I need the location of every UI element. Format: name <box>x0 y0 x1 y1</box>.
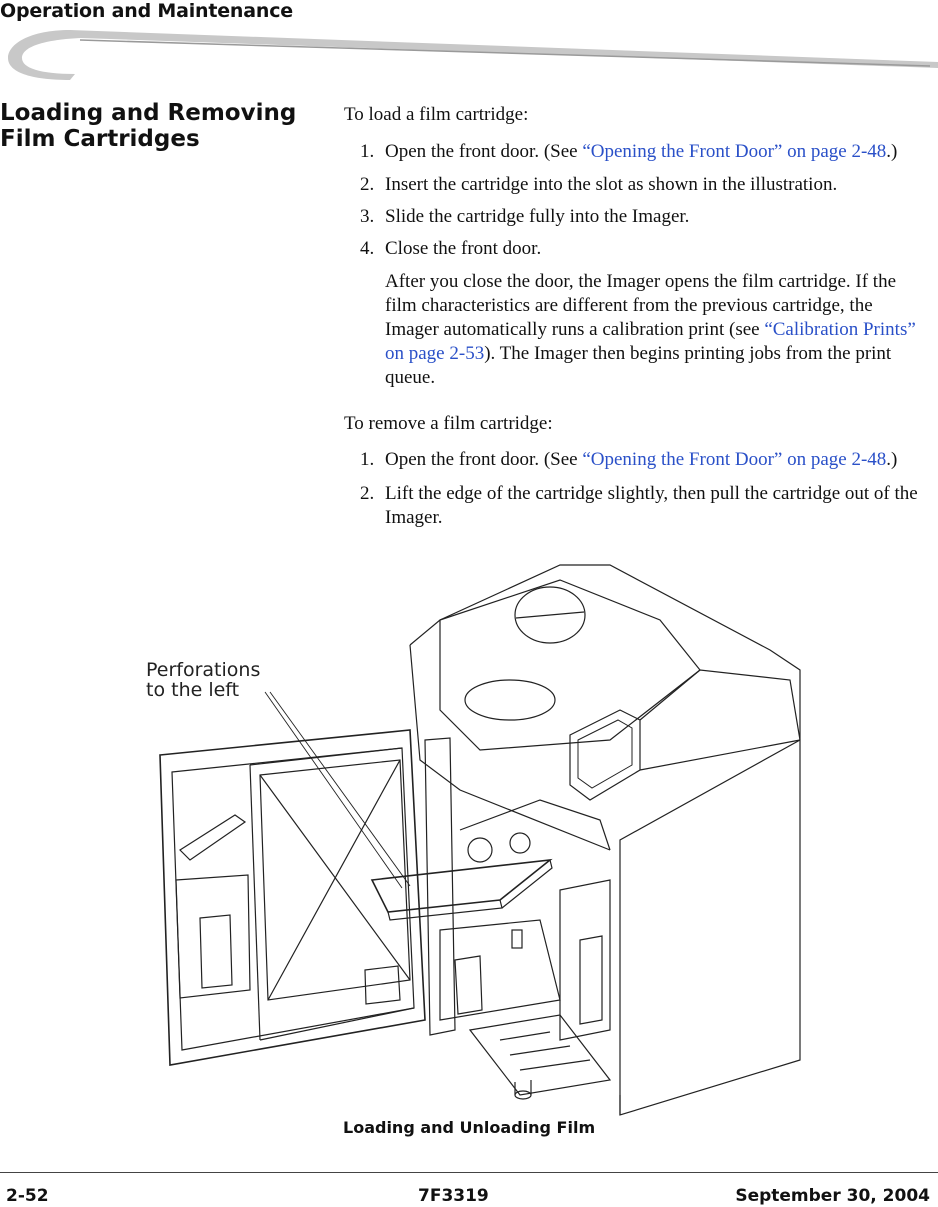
load-step-4-text: Close the front door. <box>385 238 542 259</box>
header-title: Operation and Maintenance <box>0 0 293 22</box>
load-note-line-1: After you close the door, the Imager ope… <box>385 271 896 292</box>
remove-step-1: Open the front door. (See “Opening the F… <box>385 448 897 472</box>
remove-step-2: Lift the edge of the cartridge slightly,… <box>385 482 935 530</box>
load-note: After you close the door, the Imager ope… <box>385 270 935 390</box>
load-step-3-number: 3. <box>360 206 375 227</box>
calibration-page-link[interactable]: on page 2-53 <box>385 343 485 364</box>
remove-step-1-link[interactable]: “Opening the Front Door” on page 2-48 <box>582 449 887 470</box>
load-step-1-tail: .) <box>886 141 898 162</box>
section-heading-line1: Loading and Removing <box>0 100 297 126</box>
remove-step-1-number: 1. <box>360 449 375 470</box>
remove-step-2-number: 2. <box>360 483 375 504</box>
load-note-line-2: film characteristics are different from … <box>385 295 873 316</box>
remove-step-2-line-1: Lift the edge of the cartridge slightly,… <box>385 483 918 504</box>
imager-illustration <box>159 564 801 1116</box>
perforations-callout: Perforations to the left <box>146 660 260 700</box>
footer-doc-id: 7F3319 <box>418 1186 489 1206</box>
load-step-2-text: Insert the cartridge into the slot as sh… <box>385 174 838 195</box>
footer-rule <box>0 1172 938 1173</box>
remove-step-1-text: Open the front door. (See <box>385 449 583 470</box>
load-step-1-text: Open the front door. (See <box>385 141 583 162</box>
load-step-1: Open the front door. (See “Opening the F… <box>385 140 897 164</box>
load-step-3-text: Slide the cartridge fully into the Image… <box>385 206 690 227</box>
load-note-line-3-text: Imager automatically runs a calibration … <box>385 319 765 340</box>
load-note-line-4-text: ). The Imager then begins printing jobs … <box>484 343 892 364</box>
remove-step-2-line-2: Imager. <box>385 507 443 528</box>
section-heading: Loading and Removing Film Cartridges <box>0 100 320 152</box>
load-note-line-3: Imager automatically runs a calibration … <box>385 318 935 342</box>
load-step-2-number: 2. <box>360 174 375 195</box>
load-note-line-5: queue. <box>385 367 436 388</box>
footer-date: September 30, 2004 <box>735 1186 930 1206</box>
callout-line-2: to the left <box>146 679 240 701</box>
load-step-1-link[interactable]: “Opening the Front Door” on page 2-48 <box>582 141 887 162</box>
load-step-4-number: 4. <box>360 238 375 259</box>
calibration-prints-link[interactable]: “Calibration Prints” <box>764 319 916 340</box>
section-heading-line2: Film Cartridges <box>0 126 200 152</box>
figure-caption: Loading and Unloading Film <box>343 1118 596 1137</box>
remove-intro: To remove a film cartridge: <box>344 413 553 434</box>
load-intro: To load a film cartridge: <box>344 104 529 125</box>
load-step-1-number: 1. <box>360 141 375 162</box>
header-swoosh-graphic <box>8 30 938 80</box>
load-note-line-4: on page 2-53). The Imager then begins pr… <box>385 342 935 366</box>
callout-line-1: Perforations <box>146 659 261 681</box>
footer-page-number: 2-52 <box>6 1186 49 1206</box>
remove-step-1-tail: .) <box>886 449 898 470</box>
